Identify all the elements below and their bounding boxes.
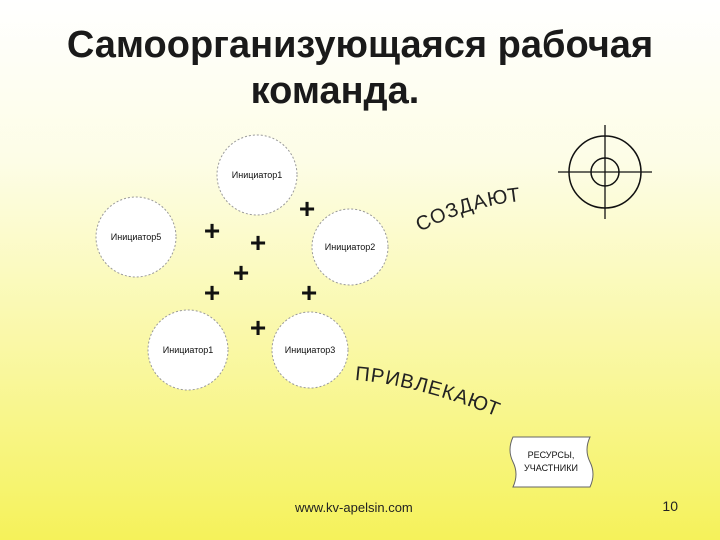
verb-create: СОЗДАЮТ bbox=[412, 184, 522, 236]
node-initiator-top: Инициатор1 bbox=[216, 134, 298, 216]
slide-title: Самоорганизующаяся рабочая команда. bbox=[0, 22, 720, 114]
plus-sign: + bbox=[250, 312, 266, 343]
node-initiator-bottom-left: Инициатор1 bbox=[147, 309, 229, 391]
plus-sign: + bbox=[299, 193, 315, 224]
node-label: Инициатор1 bbox=[163, 345, 214, 355]
node-initiator-right: Инициатор2 bbox=[311, 208, 389, 286]
title-line-2: команда. bbox=[250, 70, 420, 112]
node-label: Инициатор3 bbox=[285, 345, 336, 355]
plus-sign: + bbox=[301, 277, 317, 308]
verb-attract: ПРИВЛЕКАЮТ bbox=[354, 363, 503, 422]
footer-url: www.kv-apelsin.com bbox=[295, 500, 413, 515]
resources-line-1: РЕСУРСЫ, bbox=[528, 450, 575, 460]
node-label: Инициатор2 bbox=[325, 242, 376, 252]
node-label: Инициатор5 bbox=[111, 232, 162, 242]
plus-sign: + bbox=[250, 227, 266, 258]
resources-line-2: УЧАСТНИКИ bbox=[524, 463, 578, 473]
title-line-1: Самоорганизующаяся рабочая bbox=[66, 24, 654, 66]
node-label: Инициатор1 bbox=[232, 170, 283, 180]
node-initiator-left: Инициатор5 bbox=[95, 196, 177, 278]
plus-sign: + bbox=[233, 257, 249, 288]
plus-sign: + bbox=[204, 277, 220, 308]
resources-box: РЕСУРСЫ, УЧАСТНИКИ bbox=[509, 436, 594, 488]
crosshair-target-icon bbox=[558, 125, 652, 219]
page-number: 10 bbox=[662, 498, 678, 514]
node-initiator-bottom-right: Инициатор3 bbox=[271, 311, 349, 389]
plus-sign: + bbox=[204, 215, 220, 246]
